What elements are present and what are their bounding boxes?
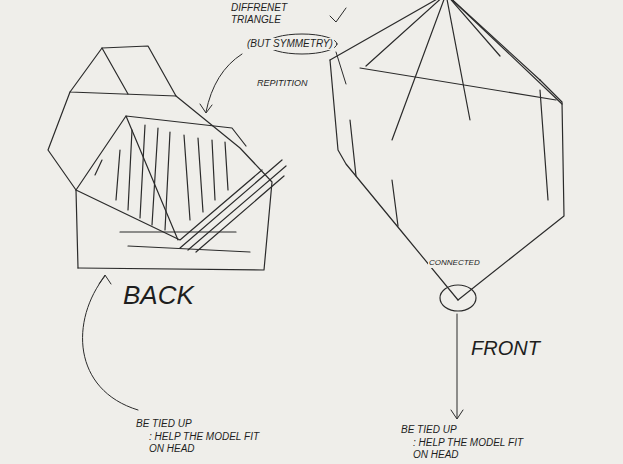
sketch-stroke	[392, 180, 398, 226]
sketch-stroke	[196, 176, 284, 252]
sketch-stroke	[48, 92, 78, 268]
sketch-stroke	[451, 410, 463, 419]
sketch-stroke	[95, 160, 102, 175]
sketch-stroke	[392, 0, 446, 140]
sketch-stroke	[128, 130, 132, 210]
sketch-stroke	[128, 246, 250, 252]
sketch-stroke	[165, 132, 170, 230]
sketch-stroke	[140, 125, 145, 218]
sketch-stroke	[360, 68, 556, 100]
sketch-stroke	[336, 52, 346, 84]
note-label: BE TIED UP	[400, 424, 458, 436]
front-headpiece	[330, 0, 564, 311]
note-label: REPITITION	[256, 78, 309, 89]
sketch-stroke	[152, 128, 158, 225]
view-title: FRONT	[470, 336, 541, 360]
sketch-stroke	[206, 54, 242, 112]
sketch-stroke	[102, 48, 128, 94]
sketch-stroke	[446, 0, 500, 56]
sketch-stroke	[76, 170, 262, 240]
sketch-stroke	[99, 275, 111, 284]
note-label: CONNECTED	[428, 258, 481, 268]
sketch-stroke	[540, 90, 548, 200]
sketch-stroke	[116, 150, 120, 200]
view-title: BACK	[122, 280, 195, 311]
sketch-stroke	[457, 314, 458, 418]
sketch-stroke	[188, 166, 286, 250]
sketch-stroke	[120, 231, 236, 232]
sketch-stroke	[225, 142, 228, 190]
note-label: BE TIED UP	[135, 418, 193, 430]
sketch-stroke	[70, 46, 176, 96]
sketch-stroke	[184, 135, 190, 220]
sketch-stroke	[446, 0, 470, 120]
note-label: DIFFRENET TRIANGLE	[230, 2, 302, 26]
note-label: (BUT SYMMETRY)	[246, 38, 334, 50]
sketch-stroke	[350, 120, 356, 176]
sketch-stroke	[198, 138, 203, 212]
sketch-stroke	[200, 104, 212, 113]
sketch-stroke	[76, 116, 246, 190]
back-headpiece	[48, 46, 286, 270]
sketch-stroke	[212, 140, 215, 200]
sketch-stroke	[366, 0, 446, 66]
sketch-stroke	[330, 8, 346, 22]
sketch-stroke	[440, 285, 476, 311]
sketch-stroke	[180, 160, 282, 248]
note-label: : HELP THE MODEL FIT ON HEAD	[412, 437, 526, 461]
note-label: : HELP THE MODEL FIT ON HEAD	[148, 431, 262, 455]
annotation-marks	[82, 8, 463, 419]
sketch-stroke	[126, 116, 178, 240]
